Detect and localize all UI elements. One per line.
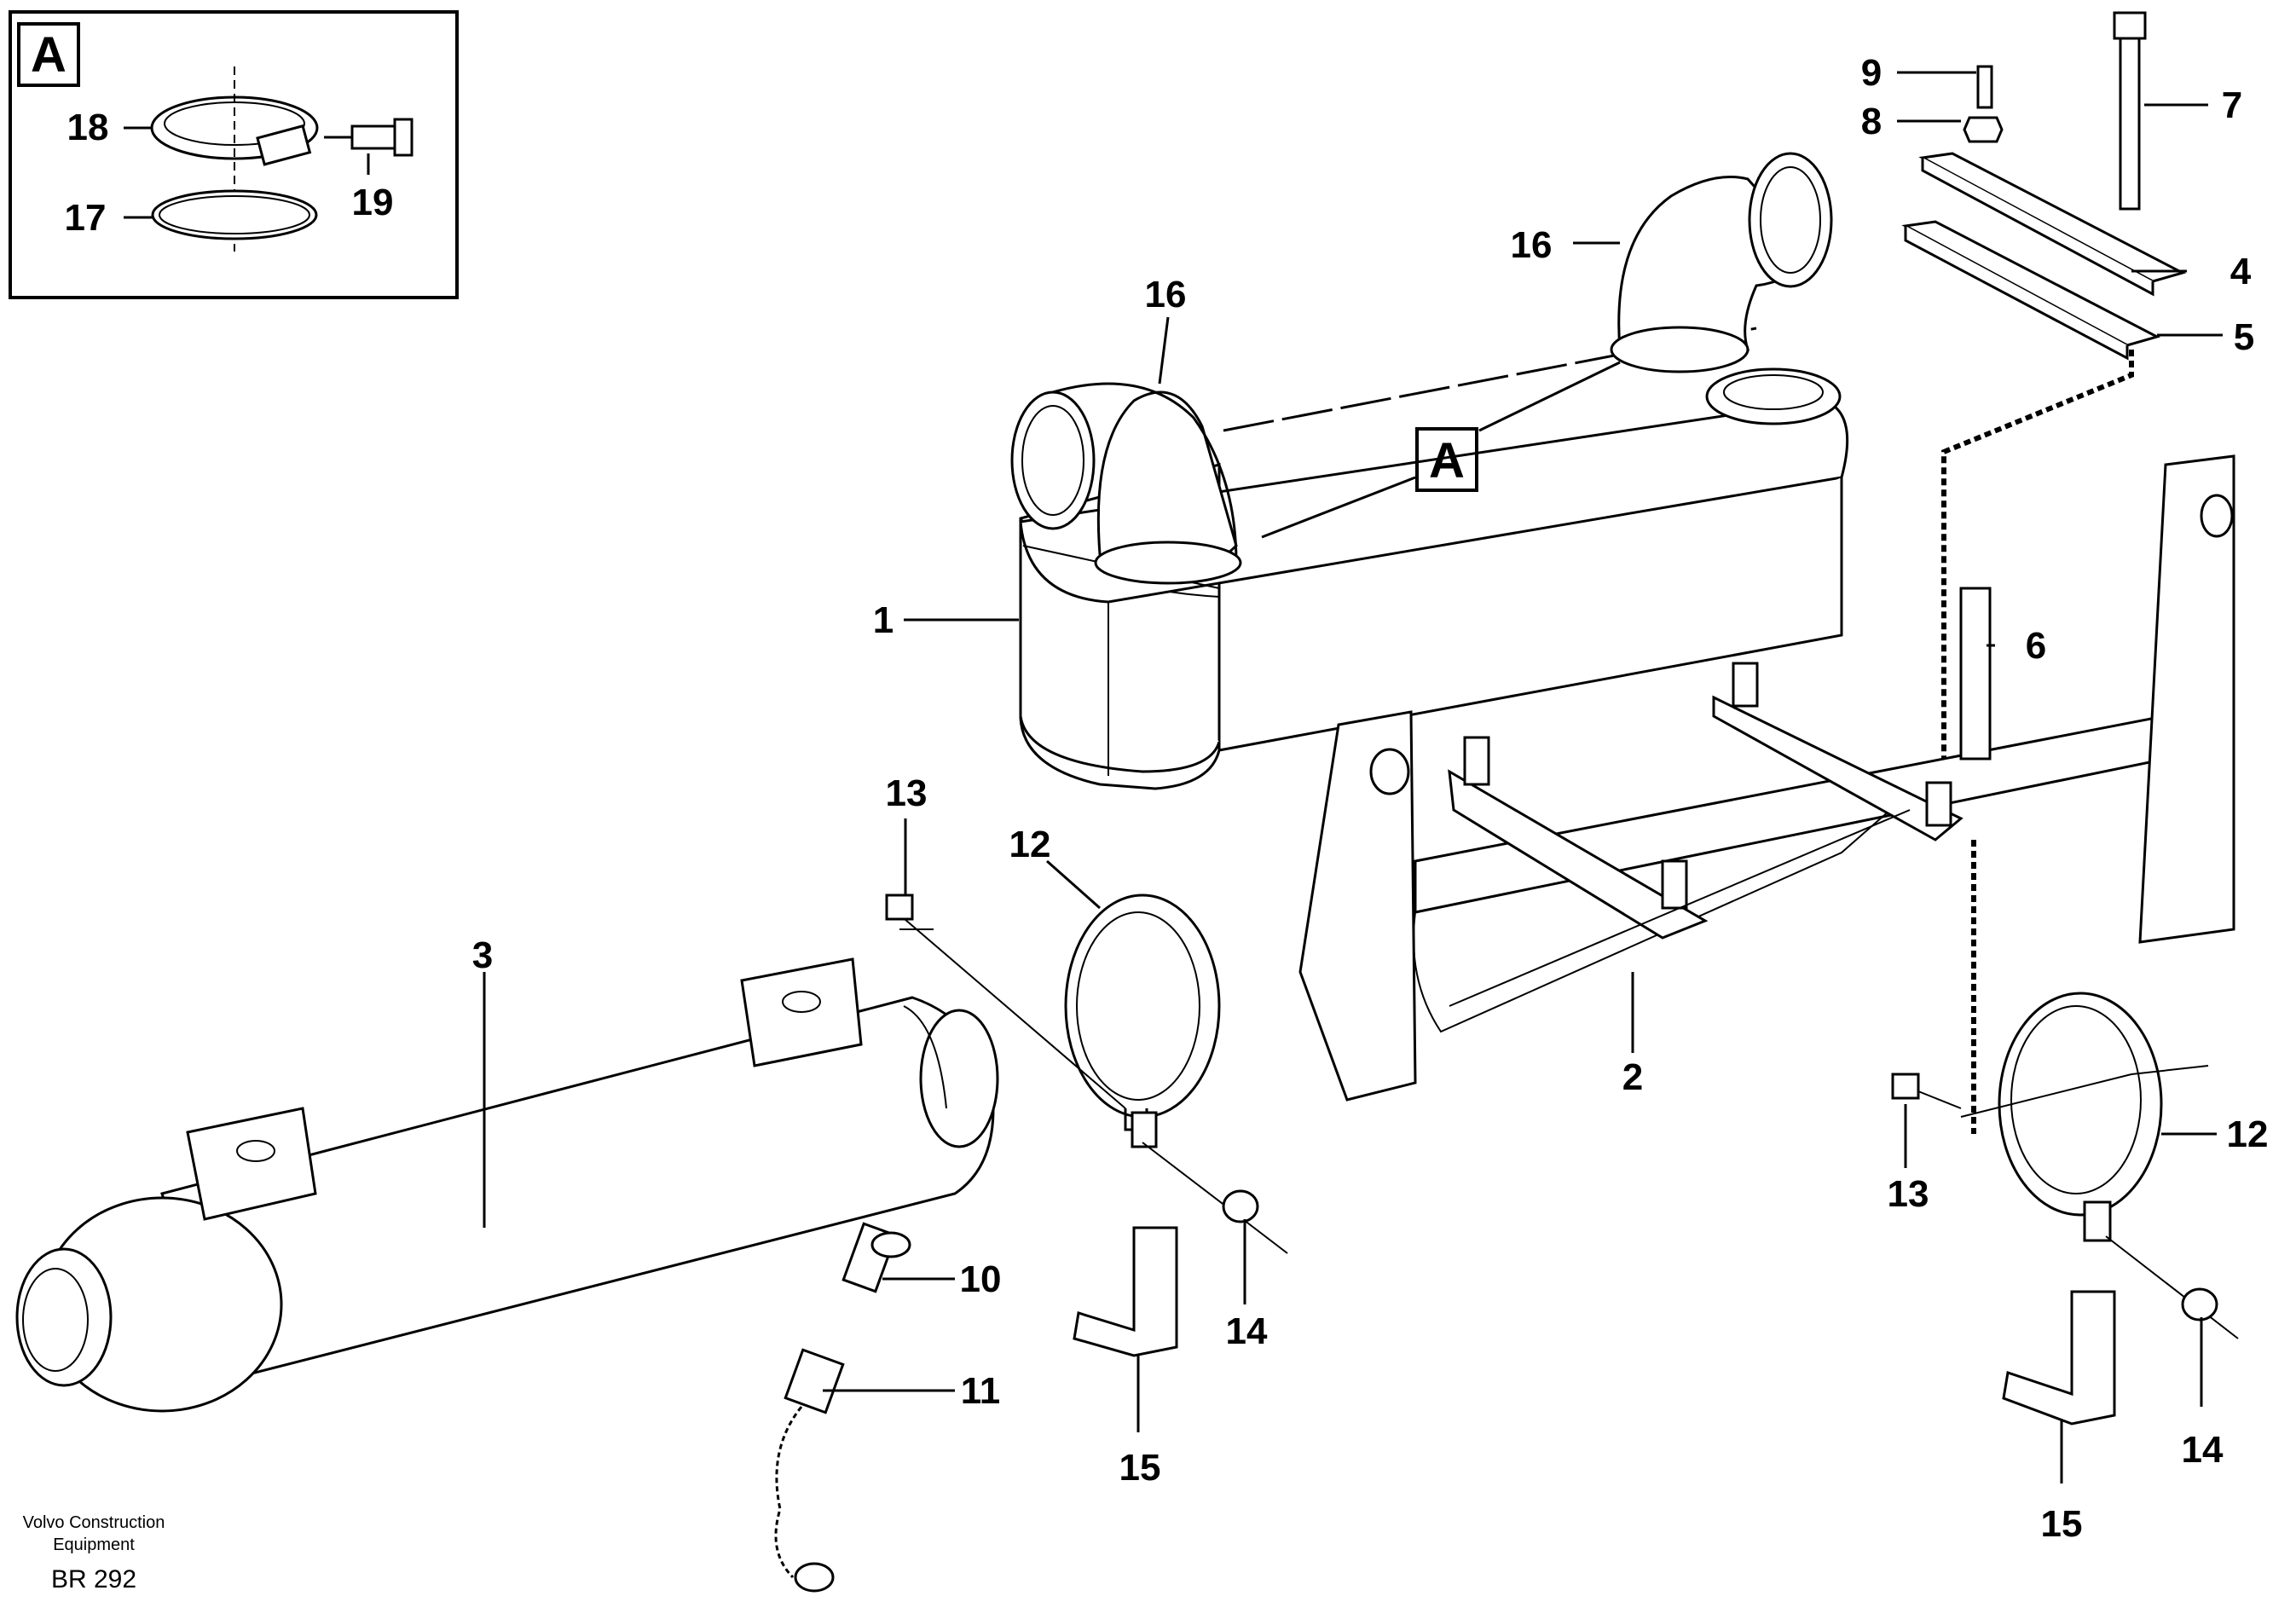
oil-cooler-drawing: A xyxy=(1010,152,1849,790)
callout-8: 8 xyxy=(1861,101,1882,142)
callout-5: 5 xyxy=(2234,316,2254,358)
callout-1: 1 xyxy=(873,599,894,641)
clamp-bolt-drawing xyxy=(324,118,414,157)
bracket-frame-drawing xyxy=(1298,454,2235,1102)
detail-box-label: A xyxy=(31,27,67,83)
callout-14-right: 14 xyxy=(2182,1429,2224,1471)
right-clamp-drawing xyxy=(1891,992,2239,1426)
callout-9: 9 xyxy=(1861,52,1882,94)
o-ring-drawing xyxy=(151,189,318,240)
callout-7: 7 xyxy=(2222,84,2242,126)
callout-6: 6 xyxy=(2026,625,2046,667)
drawing-code: BR 292 xyxy=(51,1565,136,1593)
callout-19: 19 xyxy=(352,182,394,223)
callout-17: 17 xyxy=(65,197,107,239)
cylinder-drawing xyxy=(15,957,999,1413)
callout-13-left: 13 xyxy=(886,772,928,814)
footer: Volvo Construction Equipment BR 292 xyxy=(23,1513,165,1593)
callout-10: 10 xyxy=(960,1258,1002,1300)
callout-11: 11 xyxy=(961,1370,1001,1412)
maker-line-1: Volvo Construction xyxy=(23,1513,165,1532)
callout-12-right: 12 xyxy=(2227,1113,2269,1155)
callout-4: 4 xyxy=(2230,251,2252,292)
callout-18: 18 xyxy=(67,107,109,148)
detail-inset: A 18 17 19 xyxy=(9,10,459,299)
callout-15-right: 15 xyxy=(2041,1503,2083,1545)
mounting-plates-drawing xyxy=(1901,11,2187,1134)
callout-15-left: 15 xyxy=(1119,1447,1161,1489)
callout-16-right: 16 xyxy=(1511,224,1553,266)
nipple-and-cap-drawing xyxy=(774,1222,911,1593)
callout-12-left: 12 xyxy=(1009,824,1051,865)
left-clamp-drawing xyxy=(885,894,1288,1357)
callout-labels: 1 2 3 4 5 6 7 8 9 10 11 12 12 13 13 14 1… xyxy=(472,52,2269,1545)
maker-line-2: Equipment xyxy=(53,1535,135,1554)
callout-16-left: 16 xyxy=(1145,274,1187,315)
main-box-label: A xyxy=(1429,433,1465,489)
callout-2: 2 xyxy=(1622,1056,1643,1098)
callout-14-left: 14 xyxy=(1226,1310,1268,1352)
callout-13-right: 13 xyxy=(1888,1173,1929,1215)
callout-3: 3 xyxy=(472,934,493,976)
leader-lines xyxy=(483,71,2223,1483)
